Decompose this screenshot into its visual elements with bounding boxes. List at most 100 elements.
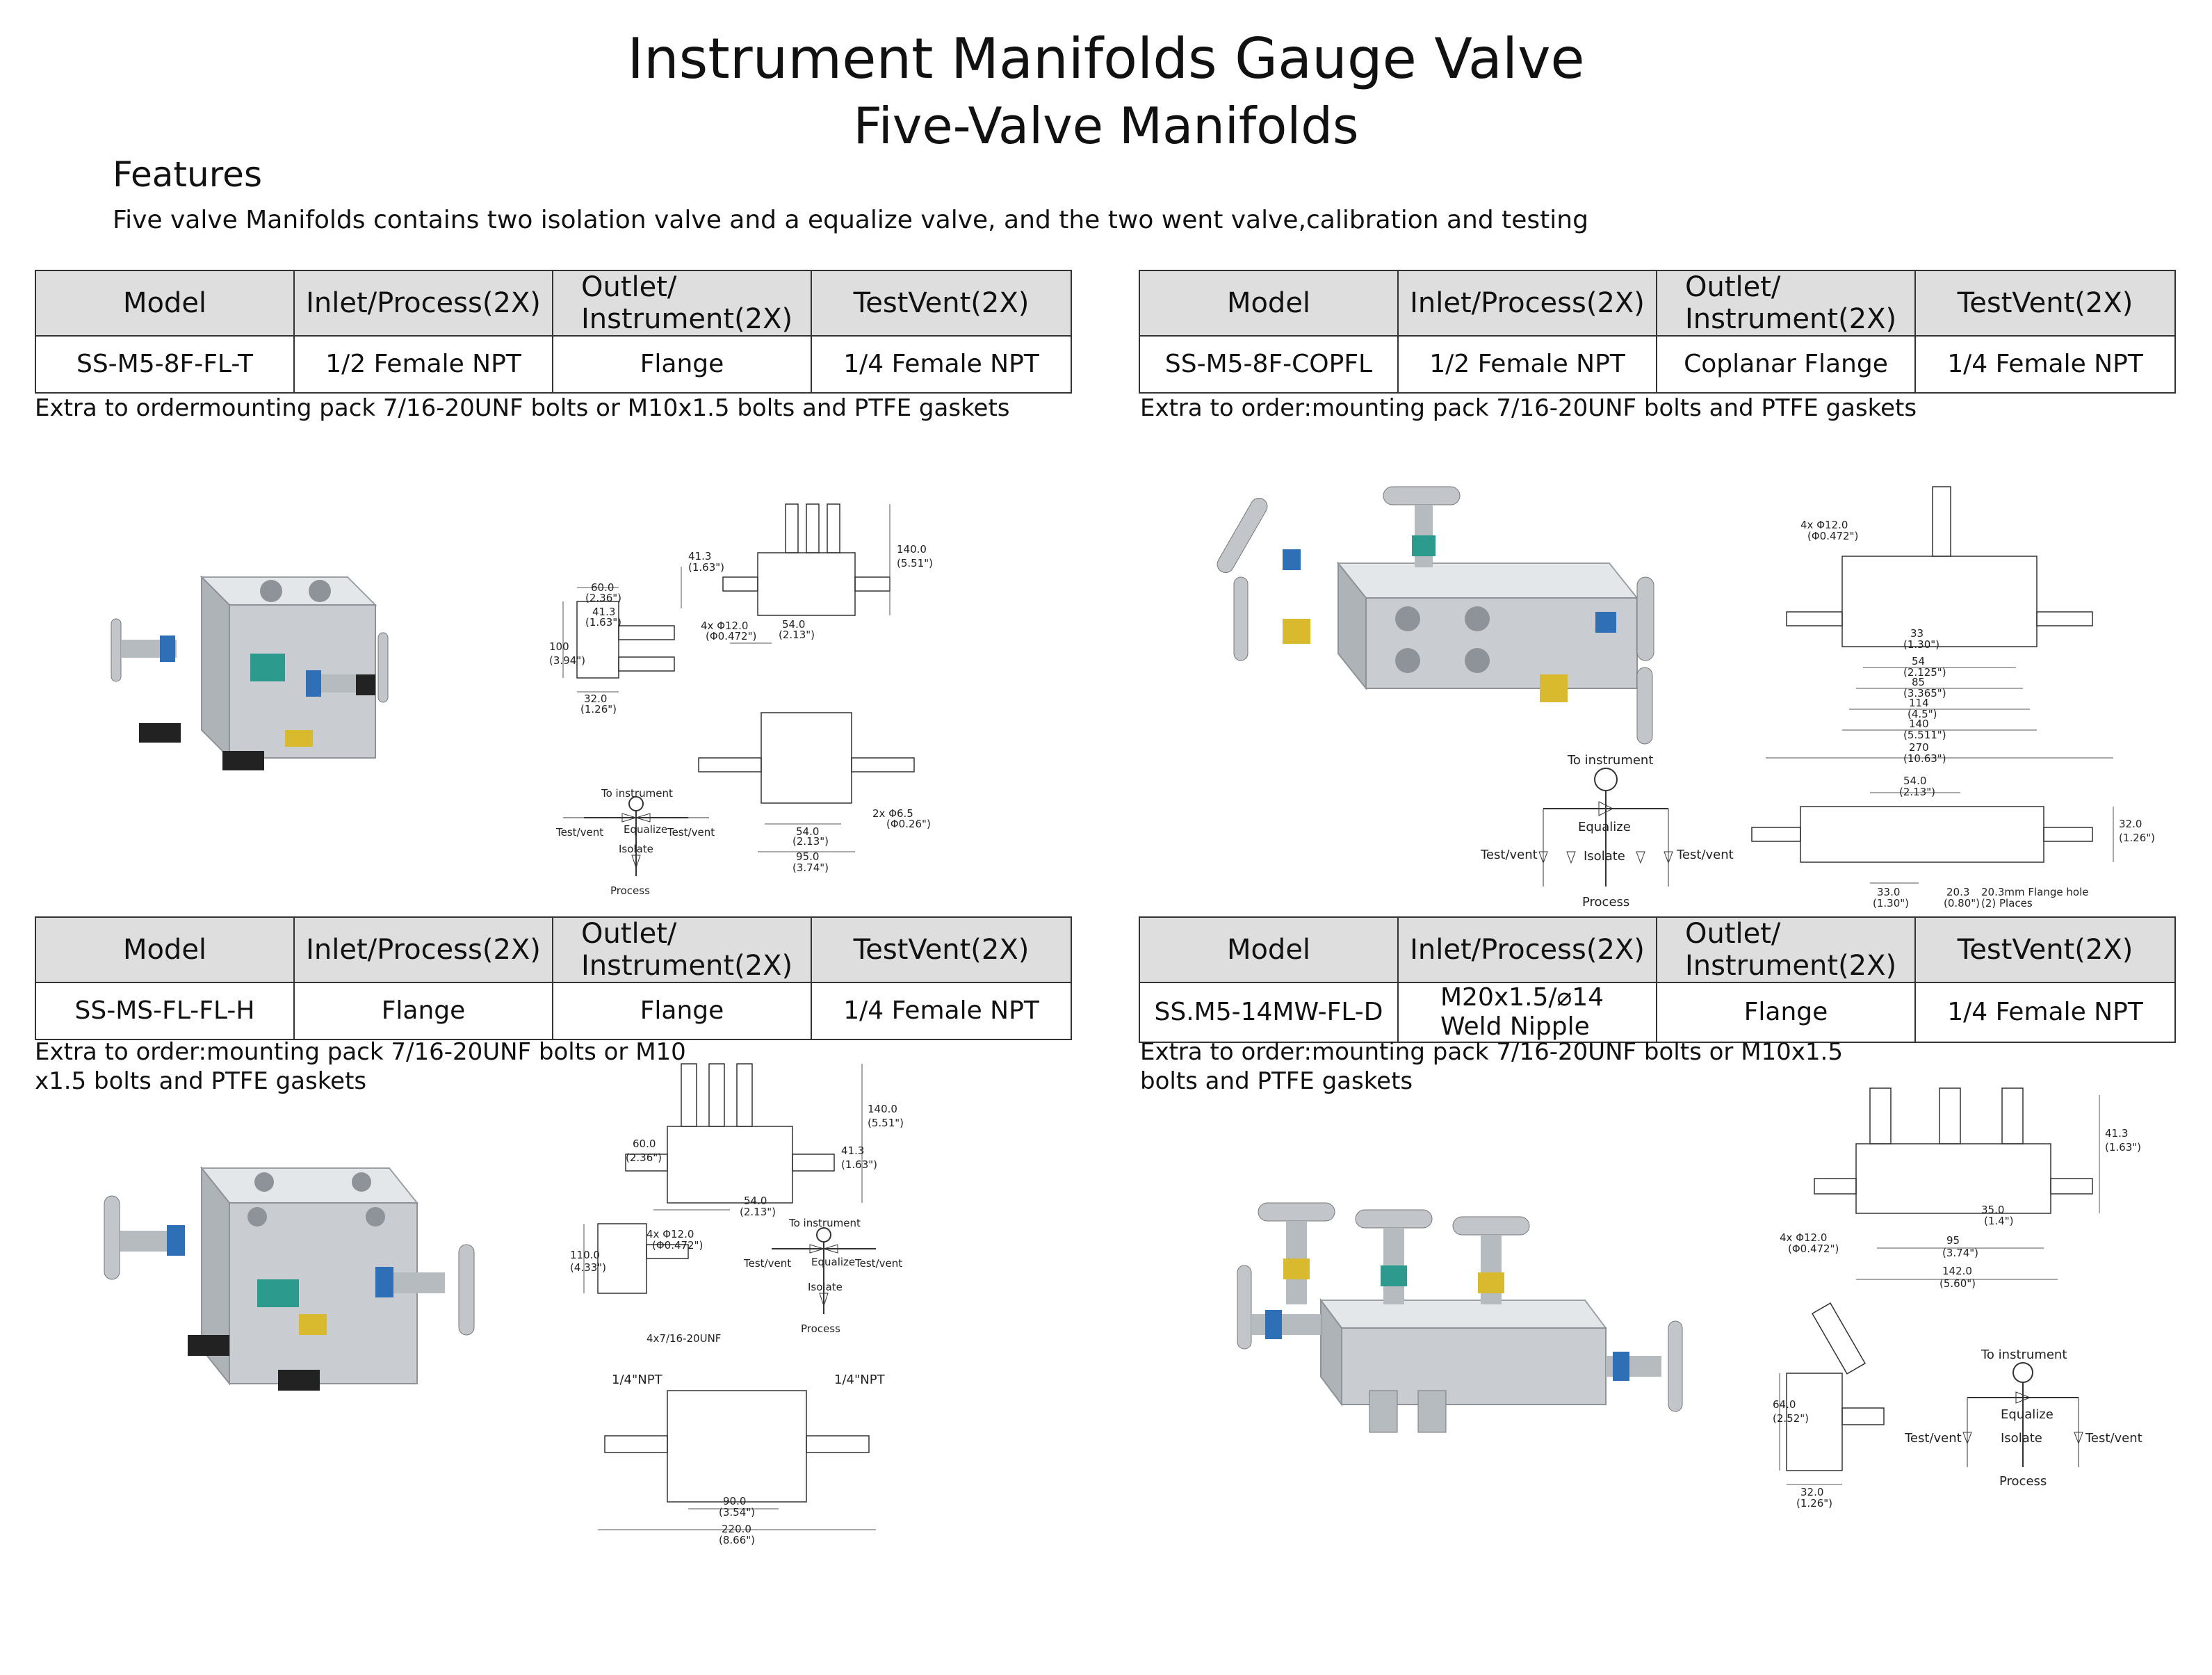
dim-hole-in: (Φ0.472") xyxy=(706,630,756,642)
spec-table-3: Model Inlet/Process(2X) Outlet/Instrumen… xyxy=(35,916,1072,1040)
dim-41: 41.3 xyxy=(841,1144,864,1157)
dim-41-b: 41.3 xyxy=(688,550,711,563)
dim-54-c: 54.0 xyxy=(796,825,819,838)
note-line: x1.5 bolts and PTFE gaskets xyxy=(35,1067,367,1095)
drawing-c: 60.0 (2.36") 54.0 (2.13") 140.0 (5.51") … xyxy=(570,1063,904,1546)
dim-places: (2) Places xyxy=(1981,897,2033,909)
dim-100-in: (3.94") xyxy=(549,654,585,667)
note-line: Extra to order:mounting pack 7/16-20UNF … xyxy=(1140,1038,1843,1066)
dim-60-in: (2.36") xyxy=(585,592,621,604)
features-text: Five valve Manifolds contains two isolat… xyxy=(113,206,1588,234)
schematic-b: To instrument Equalize Test/vent Test/ve… xyxy=(1480,753,1734,909)
header-inlet: Inlet/Process(2X) xyxy=(293,916,553,983)
cell-testvent: 1/4 Female NPT xyxy=(811,335,1072,394)
dim-95: 95 xyxy=(1946,1234,1960,1247)
dim-hole: 4x Φ12.0 xyxy=(701,620,748,632)
schematic-label-isolate: Isolate xyxy=(619,843,653,855)
schematic-label-process: Process xyxy=(1582,895,1629,909)
cell-outlet: Flange xyxy=(552,335,812,394)
cell-inlet: 1/2 Female NPT xyxy=(1397,335,1657,394)
dim-60: 60.0 xyxy=(633,1138,656,1150)
dim-60-in: (2.36") xyxy=(626,1151,662,1164)
header-testvent: TestVent(2X) xyxy=(1914,270,2176,337)
header-testvent: TestVent(2X) xyxy=(811,270,1072,337)
dim-41: 41.3 xyxy=(592,606,615,618)
dim-32: 32.0 xyxy=(584,693,607,705)
schematic-label-to-instrument: To instrument xyxy=(1567,753,1653,768)
dim-35: 35.0 xyxy=(1981,1204,2004,1216)
schematic-label-test-vent: Test/vent xyxy=(1904,1431,1962,1446)
dim-hole-in: (Φ0.472") xyxy=(1788,1243,1839,1255)
dim-95-in: (3.74") xyxy=(1942,1247,1978,1259)
product-photo-1 xyxy=(111,575,389,770)
drawing-d: 41.3 (1.63") 35.0 (1.4") 4x Φ12.0 (Φ0.47… xyxy=(1773,1087,2141,1510)
dim-hole-in: (Φ0.472") xyxy=(1807,530,1858,542)
dim-bolt: 4x7/16-20UNF xyxy=(646,1332,721,1345)
cell-inlet: 1/2 Female NPT xyxy=(293,335,553,394)
dim-140-in: (5.51") xyxy=(868,1117,904,1129)
dim-s33-in: (1.30") xyxy=(1873,897,1909,909)
dim-hole-in: (Φ0.472") xyxy=(652,1239,703,1252)
dim-140-in: (5.511") xyxy=(1903,729,1946,741)
header-outlet-line2: Instrument(2X) xyxy=(581,303,793,335)
dim-hole: 4x Φ12.0 xyxy=(1780,1231,1827,1244)
spec-table-4: Model Inlet/Process(2X) Outlet/Instrumen… xyxy=(1139,916,2176,1043)
schematic-label-process: Process xyxy=(801,1322,840,1335)
dim-95-in: (3.74") xyxy=(792,861,829,874)
dim-s54-in: (2.13") xyxy=(1899,786,1935,798)
table-row: SS-M5-8F-COPFL 1/2 Female NPT Coplanar F… xyxy=(1139,335,2176,394)
cell-inlet: Flange xyxy=(293,982,553,1040)
dim-110-in: (4.33") xyxy=(570,1261,606,1274)
schematic-label-to-instrument: To instrument xyxy=(788,1217,861,1229)
header-outlet-line2: Instrument(2X) xyxy=(581,950,793,982)
product-note-3: Extra to order:mounting pack 7/16-20UNF … xyxy=(35,1037,686,1096)
cell-outlet: Flange xyxy=(1656,982,1916,1043)
header-model: Model xyxy=(35,270,295,337)
dim-65-in: (Φ0.26") xyxy=(886,818,931,830)
header-outlet: Outlet/Instrument(2X) xyxy=(1656,270,1916,337)
dim-41-in: (1.63") xyxy=(585,616,621,629)
cell-model: SS-MS-FL-FL-H xyxy=(35,982,295,1040)
dim-100: 100 xyxy=(549,640,569,653)
schematic-d: To instrument Equalize Test/vent Test/ve… xyxy=(1904,1348,2142,1489)
dim-flange-hole: 20.3mm Flange hole xyxy=(1981,886,2088,898)
schematic-label-isolate: Isolate xyxy=(1584,849,1625,864)
header-testvent: TestVent(2X) xyxy=(811,916,1072,983)
schematic-label-test-vent: Test/vent xyxy=(743,1257,791,1270)
table-header-row: Model Inlet/Process(2X) Outlet/Instrumen… xyxy=(1139,270,2176,337)
dim-hole: 4x Φ12.0 xyxy=(1800,519,1848,531)
table-row: SS-MS-FL-FL-H Flange Flange 1/4 Female N… xyxy=(35,982,1072,1040)
dim-54-in: (2.13") xyxy=(740,1206,776,1218)
dim-95: 95.0 xyxy=(796,850,819,863)
header-inlet: Inlet/Process(2X) xyxy=(1397,270,1657,337)
dim-33-in: (1.30") xyxy=(1903,638,1939,651)
dim-41-in: (1.63") xyxy=(841,1158,877,1171)
dim-140-in: (5.51") xyxy=(897,557,933,569)
header-outlet-line1: Outlet/ xyxy=(1685,918,1781,950)
dim-140: 140.0 xyxy=(897,543,927,556)
dim-s54: 54.0 xyxy=(1903,775,1926,787)
dim-85-in: (3.365") xyxy=(1903,687,1946,699)
header-model: Model xyxy=(1139,916,1399,983)
schematic-label-to-instrument: To instrument xyxy=(1981,1348,2067,1362)
dim-65: 2x Φ6.5 xyxy=(872,807,913,820)
header-model: Model xyxy=(35,916,295,983)
spec-table-1: Model Inlet/Process(2X) Outlet/Instrumen… xyxy=(35,270,1072,394)
drawing-b: 4x Φ12.0 (Φ0.472") 33 (1.30") 54 (2.125"… xyxy=(1751,486,2155,909)
product-note-2: Extra to order:mounting pack 7/16-20UNF … xyxy=(1140,394,1917,422)
header-outlet: Outlet/Instrument(2X) xyxy=(552,270,812,337)
dim-32-in: (1.26") xyxy=(580,703,617,715)
header-inlet: Inlet/Process(2X) xyxy=(1397,916,1657,983)
dim-142-in: (5.60") xyxy=(1939,1277,1976,1290)
dim-s32: 32.0 xyxy=(2119,818,2142,830)
schematic-label-test-vent-2: Test/vent xyxy=(1676,848,1734,862)
dim-140: 140 xyxy=(1909,718,1929,730)
table-header-row: Model Inlet/Process(2X) Outlet/Instrumen… xyxy=(35,270,1072,337)
header-outlet: Outlet/Instrument(2X) xyxy=(1656,916,1916,983)
dim-s203: 20.3 xyxy=(1946,886,1969,898)
dim-54-c-in: (2.13") xyxy=(792,835,829,848)
schematic-a: To instrument Equalize Test/vent Test/ve… xyxy=(555,787,715,897)
page-title: Instrument Manifolds Gauge Valve xyxy=(627,26,1585,91)
header-outlet-line2: Instrument(2X) xyxy=(1685,950,1897,982)
schematic-label-isolate: Isolate xyxy=(808,1281,843,1293)
